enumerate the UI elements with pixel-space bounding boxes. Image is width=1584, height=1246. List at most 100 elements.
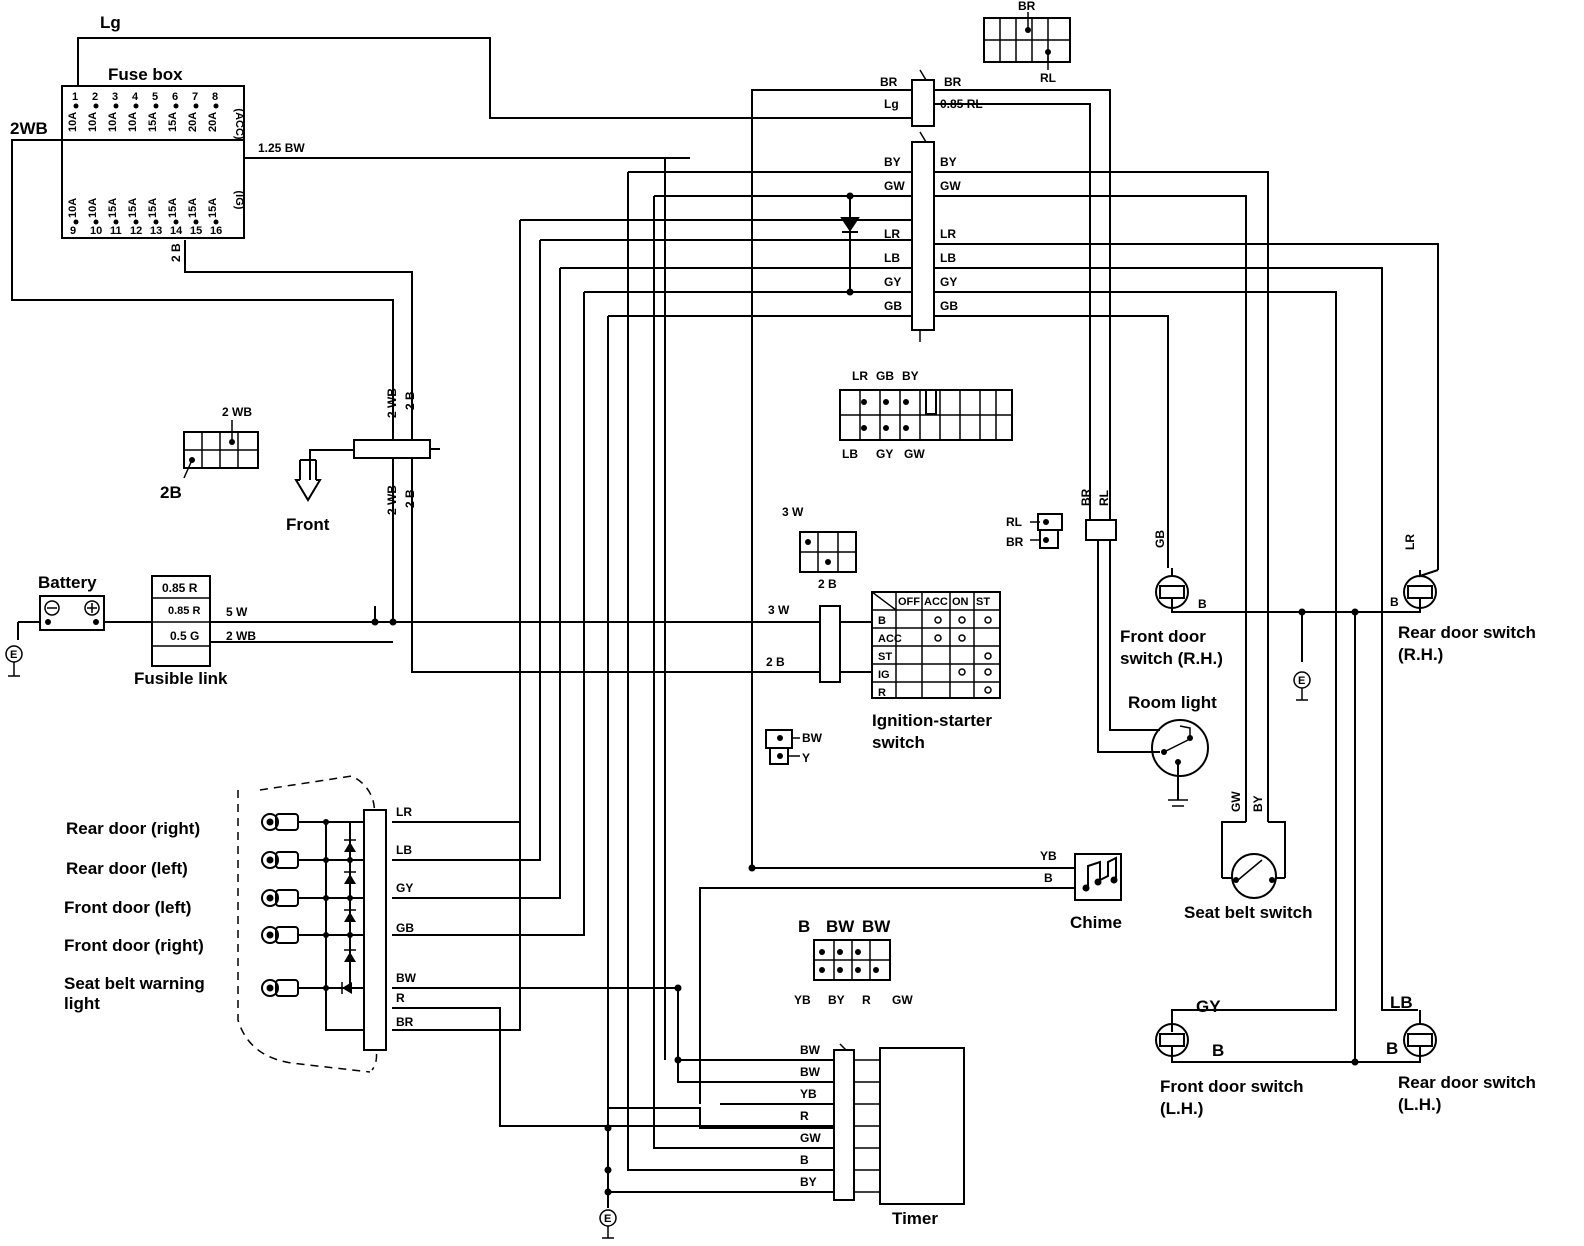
ignition-switch-label-2: switch (872, 733, 925, 752)
fuse-bottom-number: 12 (130, 225, 142, 237)
ignition-connector: 3 W 2 B (766, 603, 872, 683)
fusible-link-value-1: 0.85 R (162, 581, 198, 595)
wire-lb-panel-label: LB (396, 843, 412, 857)
battery: Battery (17, 573, 105, 640)
timer-plug-bottom-label: R (862, 993, 871, 1007)
rear-door-rh-label-1: Rear door switch (1398, 623, 1536, 642)
timer-ground-label: E (604, 1213, 611, 1225)
wire-lb-right-label: LB (940, 251, 956, 265)
wire-r-panel-label: R (396, 991, 405, 1005)
harness-diode (840, 192, 860, 296)
timer-plug-bottom-label: GW (892, 993, 913, 1007)
timer-plug-top-label: BW (826, 917, 855, 936)
ignition-column-label: ACC (924, 596, 948, 608)
wire-2b-ign-label: 2 B (766, 655, 785, 669)
fuse-bottom-number: 11 (110, 225, 122, 237)
connector-br-rl-top: BR RL (983, 0, 1071, 85)
fuse-bottom-number: 9 (70, 225, 76, 237)
connector-bw-label: BW (802, 731, 823, 745)
fuse-top-rating: 20A (207, 112, 219, 132)
wire-3w-ign-label: 3 W (768, 603, 790, 617)
wire-gy-right-label: GY (940, 275, 957, 289)
wire-lg-conn-label: Lg (884, 97, 899, 111)
chime: YB B Chime (1040, 849, 1122, 932)
timer-plug-top-label: B (798, 917, 810, 936)
wire-b-rear-lh-label: B (1386, 1039, 1398, 1058)
fuse-top-number: 4 (132, 91, 139, 103)
harness-junction: 2 WB 2 B 2 WB 2 B (340, 388, 440, 515)
warning-bulb-icon (261, 889, 326, 907)
wire-2wb-main-label: 2 WB (226, 629, 256, 643)
fuse-terminal (73, 219, 79, 225)
warning-bulb-icon (261, 851, 326, 869)
fuse-top-number: 7 (192, 91, 198, 103)
fuse-top-number: 1 (72, 91, 78, 103)
ground-rh-label: E (1298, 675, 1305, 687)
wire-lg-label: Lg (100, 13, 121, 32)
seat-belt-switch-label: Seat belt switch (1184, 903, 1312, 922)
wire-2b-bottom-label: 2 B (403, 489, 417, 508)
fuse-top-rating: 15A (147, 112, 159, 132)
ignition-row-label: IG (878, 669, 890, 681)
connector-bw-y: BW Y (765, 729, 823, 765)
fuse-terminal (153, 219, 159, 225)
wire-125bw-label: 1.25 BW (258, 141, 305, 155)
wire-gb-left-label: GB (884, 299, 902, 313)
fuse-top-rating: 10A (107, 112, 119, 132)
fuse-terminal (193, 103, 199, 109)
wire-2wb-top-label: 2 WB (385, 388, 399, 418)
wire-bw-panel-label: BW (396, 971, 417, 985)
wire-lr-panel-label: LR (396, 805, 412, 819)
warning-light-label: Front door (right) (64, 936, 204, 955)
big-connector-bottom-label: GY (876, 447, 893, 461)
fuse-bottom-number: 15 (190, 225, 202, 237)
front-door-lh-label-1: Front door switch (1160, 1077, 1304, 1096)
wire-b-front-rh-label: B (1198, 597, 1207, 611)
fuse-terminal (213, 219, 219, 225)
timer-wire-label: YB (800, 1087, 817, 1101)
timer-wire-label: GW (800, 1131, 821, 1145)
wire-gb-right-label: GB (940, 299, 958, 313)
fuse-top-number: 3 (112, 91, 118, 103)
wire-br-left-label: BR (880, 75, 898, 89)
wire-rl-vert-label: RL (1097, 490, 1111, 506)
front-door-switch-lh: GY B Front door switch (L.H.) (1155, 997, 1304, 1118)
timer-wire-label: R (800, 1109, 809, 1123)
fuse-bottom-number: 10 (90, 225, 102, 237)
fuse-terminal (193, 219, 199, 225)
front-door-rh-label-2: switch (R.H.) (1120, 649, 1223, 668)
fuse-terminal (113, 219, 119, 225)
warning-bulb-icon (261, 926, 326, 944)
wire-gb-panel-label: GB (396, 921, 414, 935)
big-connector-top-label: LR (852, 369, 868, 383)
rear-door-switch-lh: LB B Rear door switch (L.H.) (1386, 993, 1536, 1114)
chime-label: Chime (1070, 913, 1122, 932)
warning-bulbs (261, 813, 326, 997)
ignition-column-label: ON (952, 596, 969, 608)
fuse-top-rating: 10A (87, 112, 99, 132)
wire-br-vert-label: BR (1079, 488, 1093, 506)
big-connector-bottom-label: GW (904, 447, 925, 461)
wire-by-right-label: BY (940, 155, 957, 169)
fuse-bottom-tag: (IG) (233, 191, 245, 210)
front-door-lh-label-2: (L.H.) (1160, 1099, 1203, 1118)
fuse-terminal (153, 103, 159, 109)
wire-gb-front-rh-label: GB (1153, 530, 1167, 548)
fusible-link-value-2: 0.85 R (168, 605, 200, 617)
ignition-row-label: R (878, 687, 886, 699)
front-arrow: Front (286, 449, 340, 534)
warning-light-label: Front door (left) (64, 898, 191, 917)
wire-b-front-lh-label: B (1212, 1041, 1224, 1060)
ignition-row-label: B (878, 615, 886, 627)
warning-light-label: Rear door (left) (66, 859, 188, 878)
fuse-bottom-number: 14 (170, 225, 183, 237)
fuse-top-rating: 15A (167, 112, 179, 132)
fuse-bottom-rating: 15A (187, 198, 199, 218)
rear-door-rh-label-2: (R.H.) (1398, 645, 1443, 664)
wire-gw-seat-label: GW (1229, 791, 1243, 812)
